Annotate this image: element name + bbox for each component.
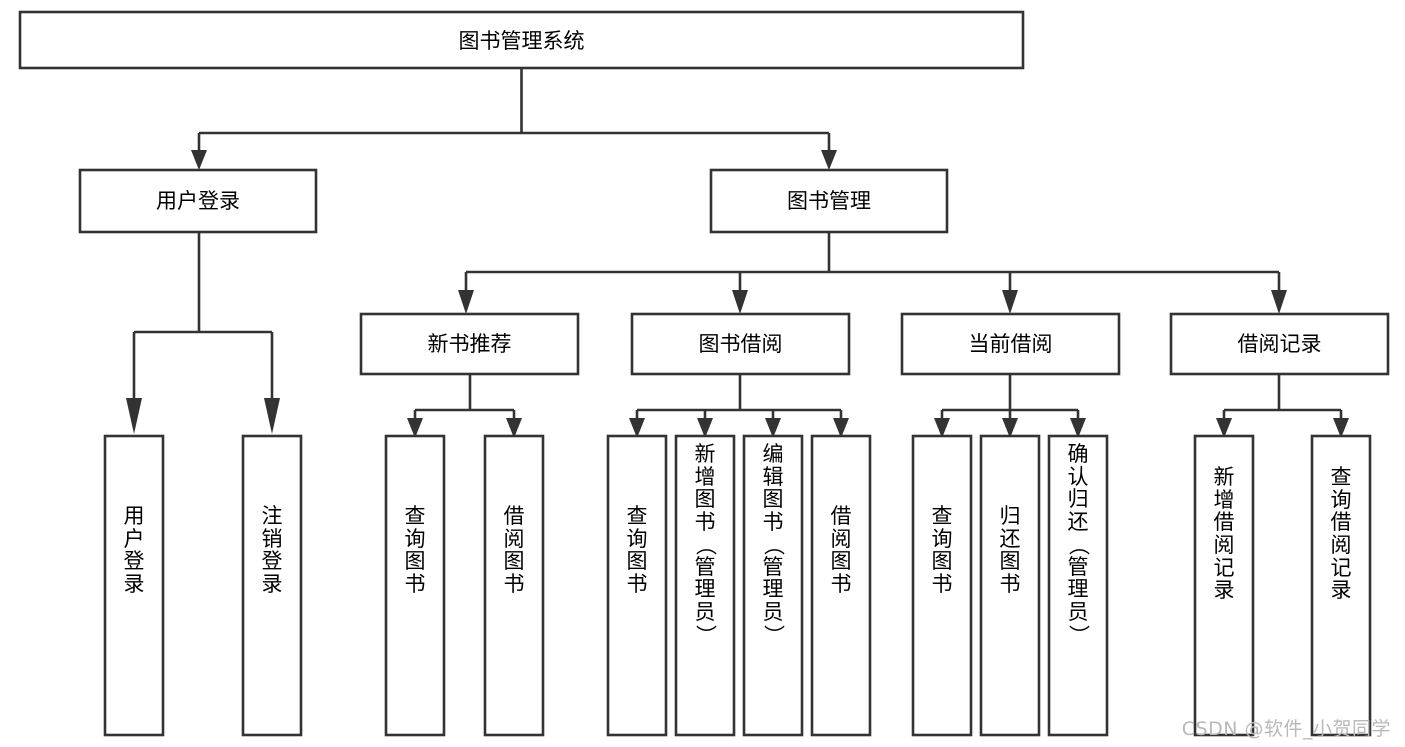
leaf-bb-query-book[interactable] — [606, 434, 668, 737]
arrowhead-leaf-cb-2 — [1002, 418, 1018, 438]
leaf-nbr-borrow-book[interactable] — [483, 434, 545, 737]
leaf-nbr-query-book[interactable] — [384, 434, 446, 737]
arrowhead-leaf-nbr-1 — [407, 418, 423, 438]
arrowhead-leaf-br-1 — [1216, 418, 1232, 438]
leaf-br-query-record[interactable] — [1310, 434, 1372, 737]
node-new-book-recommend-label: 新书推荐 — [428, 332, 512, 356]
arrowhead-leaf-bb-2 — [697, 418, 713, 438]
leaf-cb-return-book[interactable] — [979, 434, 1041, 737]
csdn-watermark: CSDN @软件_小贺同学 — [1181, 718, 1391, 740]
arrowhead-leaf-cb-3 — [1070, 418, 1086, 438]
arrowhead-leaf-cb-1 — [934, 418, 950, 438]
arrowhead-leaf-bb-1 — [629, 418, 645, 438]
node-current-borrow-label: 当前借阅 — [969, 332, 1053, 356]
node-root-label: 图书管理系统 — [459, 29, 585, 53]
leaf-bb-edit-book-admin[interactable] — [742, 434, 804, 737]
arrowhead-new-book-recommend — [458, 290, 474, 314]
arrowhead-user-login — [191, 150, 207, 170]
arrowhead-borrow-record — [1271, 290, 1287, 314]
node-root-book-management-system[interactable] — [18, 10, 1025, 70]
leaf-br-add-record[interactable] — [1193, 434, 1255, 737]
node-book-borrow-label: 图书借阅 — [699, 332, 783, 356]
node-borrow-record-label: 借阅记录 — [1238, 332, 1322, 356]
arrowhead-leaf-user-login-2 — [264, 398, 280, 434]
leaf-bb-add-book-admin[interactable] — [674, 434, 736, 737]
leaf-user-login-logout[interactable] — [241, 434, 303, 737]
node-user-login[interactable] — [78, 168, 318, 234]
node-borrow-record[interactable] — [1169, 312, 1390, 376]
leaf-user-login-login[interactable] — [103, 434, 165, 737]
arrowhead-leaf-br-2 — [1333, 418, 1349, 438]
arrowhead-book-borrow — [732, 290, 748, 314]
node-new-book-recommend[interactable] — [359, 312, 580, 376]
arrowhead-current-borrow — [1002, 290, 1018, 314]
leaf-cb-confirm-return-admin[interactable] — [1047, 434, 1109, 737]
arrowhead-leaf-nbr-2 — [506, 418, 522, 438]
node-book-management-label: 图书管理 — [787, 189, 871, 213]
leaf-bb-borrow-book[interactable] — [810, 434, 872, 737]
arrowhead-book-mgmt — [821, 150, 837, 170]
node-current-borrow[interactable] — [900, 312, 1121, 376]
node-book-management[interactable] — [709, 168, 949, 234]
arrowhead-leaf-bb-3 — [765, 418, 781, 438]
arrowhead-leaf-bb-4 — [833, 418, 849, 438]
arrowhead-leaf-user-login-1 — [126, 398, 142, 434]
leaf-cb-query-book[interactable] — [911, 434, 973, 737]
node-book-borrow[interactable] — [630, 312, 851, 376]
node-user-login-label: 用户登录 — [156, 189, 240, 213]
